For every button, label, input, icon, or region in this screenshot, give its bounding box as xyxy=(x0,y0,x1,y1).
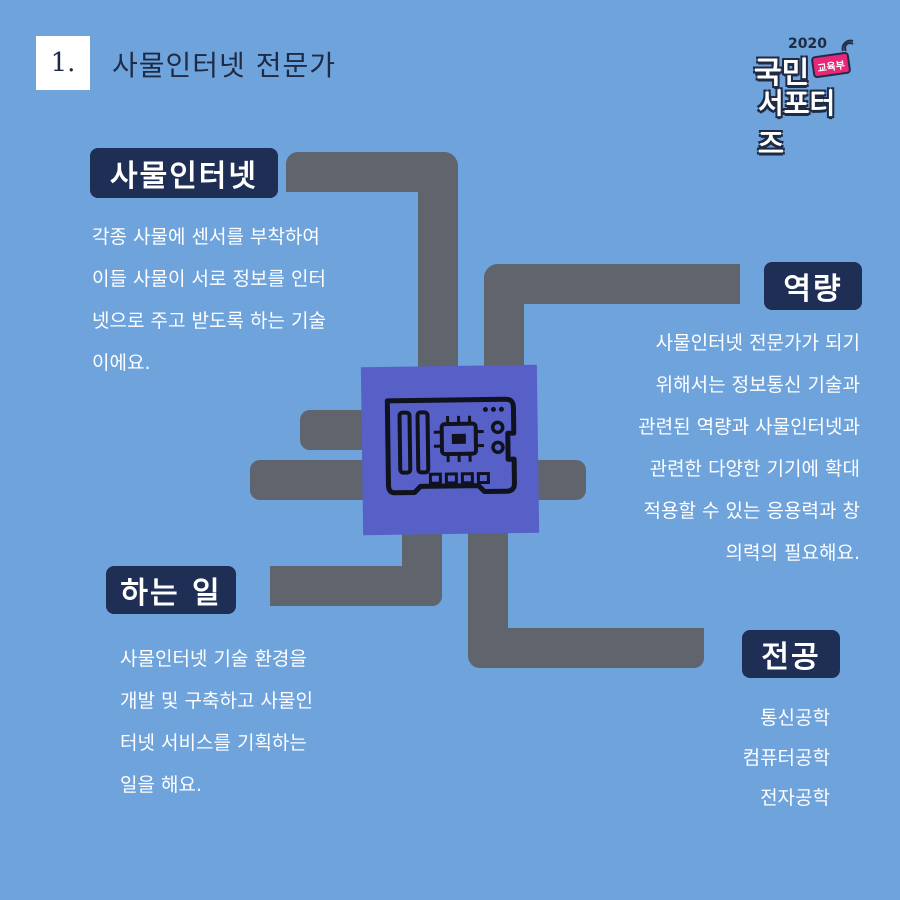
wire-left-long xyxy=(250,460,380,500)
wire-top-right xyxy=(484,264,740,384)
label-iot: 사물인터넷 xyxy=(90,148,278,198)
logo-badge: 교육부 xyxy=(810,51,852,79)
label-major: 전공 xyxy=(742,630,840,678)
section-number: 1. xyxy=(36,36,90,90)
logo-line1: 국민 xyxy=(754,56,810,91)
text-line: 이에요. xyxy=(92,352,151,374)
text-line: 각종 사물에 센서를 부착하여 xyxy=(92,226,320,248)
label-competency: 역량 xyxy=(764,262,862,310)
work-description: 사물인터넷 기술 환경을 개발 및 구축하고 사물인 터넷 서비스를 기획하는 … xyxy=(120,638,313,806)
logo-line2: 서포터즈 xyxy=(758,87,836,160)
wire-bottom-right xyxy=(468,520,704,668)
list-item: 전자공학 xyxy=(760,787,830,809)
center-chip-panel xyxy=(360,364,540,536)
label-work: 하는 일 xyxy=(106,566,236,614)
text-line: 개발 및 구축하고 사물인 xyxy=(120,690,313,712)
text-line: 관련된 역량과 사물인터넷과 xyxy=(638,416,860,438)
text-line: 이들 사물이 서로 정보를 인터 xyxy=(92,268,326,290)
wire-top-left xyxy=(286,152,458,392)
page-title: 사물인터넷 전문가 xyxy=(112,49,336,82)
text-line: 적용할 수 있는 응용력과 창 xyxy=(643,500,860,522)
text-line: 사물인터넷 기술 환경을 xyxy=(120,648,307,670)
signal-icon xyxy=(841,39,854,52)
logo-year: 2020 xyxy=(788,36,827,52)
iot-description: 각종 사물에 센서를 부착하여 이들 사물이 서로 정보를 인터 넷으로 주고 … xyxy=(92,216,326,384)
list-item: 통신공학 xyxy=(760,707,830,729)
text-line: 터넷 서비스를 기획하는 xyxy=(120,732,307,754)
circuit-board-icon xyxy=(384,396,517,496)
citizen-supporters-logo: 2020 국민 교육부 서포터즈 xyxy=(748,36,858,160)
wire-bottom-left-cap xyxy=(270,566,300,606)
major-list: 통신공학 컴퓨터공학 전자공학 xyxy=(743,698,830,818)
text-line: 사물인터넷 전문가가 되기 xyxy=(655,332,860,354)
text-line: 관련한 다양한 기기에 확대 xyxy=(649,458,860,480)
text-line: 넷으로 주고 받도록 하는 기술 xyxy=(92,310,326,332)
competency-description: 사물인터넷 전문가가 되기 위해서는 정보통신 기술과 관련된 역량과 사물인터… xyxy=(638,322,860,574)
text-line: 위해서는 정보통신 기술과 xyxy=(655,374,860,396)
text-line: 일을 해요. xyxy=(120,774,202,796)
list-item: 컴퓨터공학 xyxy=(742,747,830,769)
text-line: 의력의 필요해요. xyxy=(725,542,860,564)
